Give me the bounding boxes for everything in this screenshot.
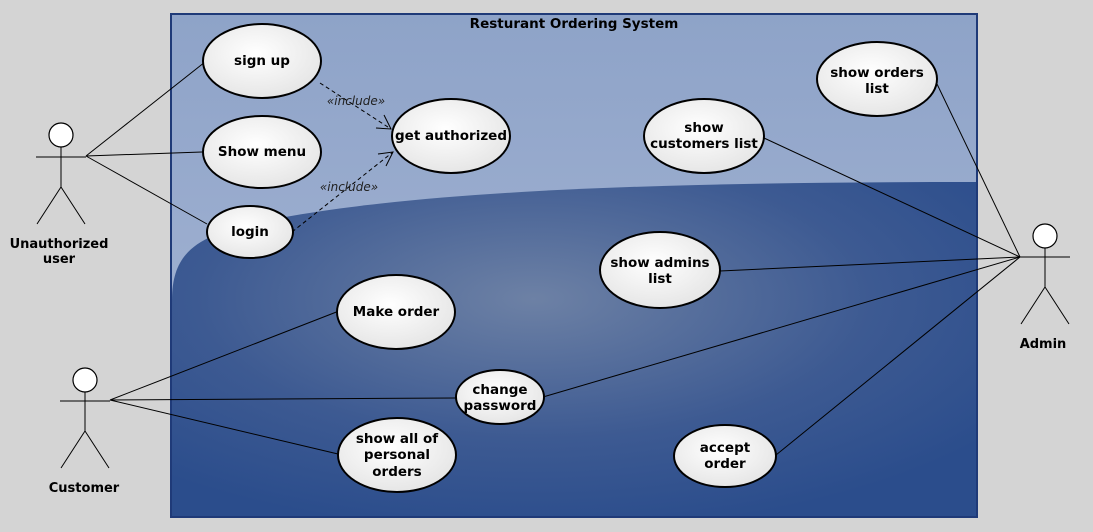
- use-case-login-ellipse: [206, 205, 294, 259]
- use-case-show-personal-orders-label-3: orders: [372, 464, 421, 480]
- use-case-show-customers-list-label-2: customers list: [650, 136, 758, 152]
- use-case-show-personal-orders-label-1: show all of: [356, 431, 438, 447]
- system-boundary-border: [170, 13, 978, 518]
- use-case-login: login: [206, 205, 294, 259]
- assoc-unauthorized-login: [85, 155, 208, 225]
- assoc-admin-acceptorder: [775, 256, 1021, 456]
- use-case-accept-order-label-1: accept: [700, 440, 751, 456]
- use-case-change-password-ellipse: [455, 369, 545, 425]
- actor-leg-left: [60, 430, 86, 469]
- assoc-admin-changepassword: [542, 256, 1021, 398]
- use-case-show-menu: Show menu: [202, 115, 322, 189]
- use-case-show-orders-list: show orders list: [816, 41, 938, 117]
- assoc-unauthorized-showmenu: [85, 151, 203, 157]
- assoc-admin-customerslist: [763, 137, 1021, 258]
- actor-head: [1032, 223, 1058, 249]
- actor-customer: Customer: [49, 367, 120, 496]
- actor-leg-left: [1020, 286, 1046, 325]
- system-title: Resturant Ordering System: [470, 16, 679, 32]
- associations: [85, 61, 1021, 456]
- assoc-customer-makeorder: [109, 310, 340, 401]
- use-case-show-menu-ellipse: [202, 115, 322, 189]
- use-case-get-authorized: get authorized: [391, 98, 511, 174]
- actor-unauthorized-label-2: user: [43, 252, 76, 267]
- stick-figure-icon: [36, 122, 86, 225]
- use-case-show-admins-list-label-1: show admins: [610, 255, 709, 271]
- include-dependencies: «include» «include»: [291, 82, 394, 233]
- use-case-login-label: login: [231, 224, 269, 240]
- stick-figure-icon: [1020, 223, 1070, 325]
- use-case-change-password-label-2: password: [464, 398, 537, 414]
- use-case-sign-up: sign up: [202, 23, 322, 99]
- assoc-admin-adminslist: [719, 256, 1021, 272]
- use-case-show-customers-list-ellipse: [643, 98, 765, 174]
- use-case-get-authorized-ellipse: [391, 98, 511, 174]
- assoc-admin-orderslist: [936, 83, 1021, 258]
- use-case-show-admins-list-label-2: list: [648, 271, 672, 287]
- actor-unauthorized-user: Unauthorized user: [10, 122, 109, 267]
- use-case-show-orders-list-label-2: list: [865, 81, 889, 97]
- actor-head: [72, 367, 98, 393]
- use-case-make-order-ellipse: [336, 274, 456, 350]
- use-case-sign-up-ellipse: [202, 23, 322, 99]
- use-case-show-orders-list-ellipse: [816, 41, 938, 117]
- assoc-customer-personalorders: [109, 399, 339, 455]
- use-case-accept-order: accept order: [673, 424, 777, 488]
- use-case-show-customers-list-label-1: show: [684, 120, 723, 136]
- actor-leg-left: [36, 186, 62, 225]
- use-case-change-password-label-1: change: [472, 382, 527, 398]
- include-label-login: «include»: [320, 180, 378, 194]
- actor-leg-right: [1044, 286, 1070, 325]
- use-case-show-personal-orders-ellipse: [337, 417, 457, 493]
- use-case-sign-up-label: sign up: [234, 53, 290, 69]
- include-login-getauthorized: [291, 151, 394, 233]
- include-label-signup: «include»: [327, 94, 385, 108]
- use-case-show-personal-orders: show all of personal orders: [337, 417, 457, 493]
- assoc-unauthorized-signup: [85, 61, 206, 157]
- actor-admin-label: Admin: [1020, 337, 1067, 352]
- use-case-show-admins-list-ellipse: [599, 231, 721, 309]
- use-case-show-menu-label: Show menu: [218, 144, 306, 160]
- use-case-accept-order-label-2: order: [704, 456, 746, 472]
- use-case-make-order: Make order: [336, 274, 456, 350]
- actor-unauthorized-label-1: Unauthorized: [10, 237, 109, 252]
- include-arrowhead-2: [377, 151, 394, 167]
- use-case-show-admins-list: show admins list: [599, 231, 721, 309]
- use-case-get-authorized-label: get authorized: [395, 128, 507, 144]
- use-case-accept-order-ellipse: [673, 424, 777, 488]
- actor-customer-label: Customer: [49, 481, 120, 496]
- include-arrowhead-1: [375, 114, 392, 130]
- assoc-customer-changepassword: [109, 397, 457, 401]
- actor-leg-right: [60, 186, 86, 225]
- actor-head: [48, 122, 74, 148]
- use-case-show-orders-list-label-1: show orders: [830, 65, 924, 81]
- include-signup-getauthorized: [319, 82, 392, 130]
- use-case-make-order-label: Make order: [353, 304, 440, 320]
- use-case-show-customers-list: show customers list: [643, 98, 765, 174]
- actor-admin: Admin: [1020, 223, 1070, 352]
- actor-leg-right: [84, 430, 110, 469]
- use-case-show-personal-orders-label-2: personal: [364, 447, 430, 463]
- use-case-change-password: change password: [455, 369, 545, 425]
- stick-figure-icon: [60, 367, 110, 469]
